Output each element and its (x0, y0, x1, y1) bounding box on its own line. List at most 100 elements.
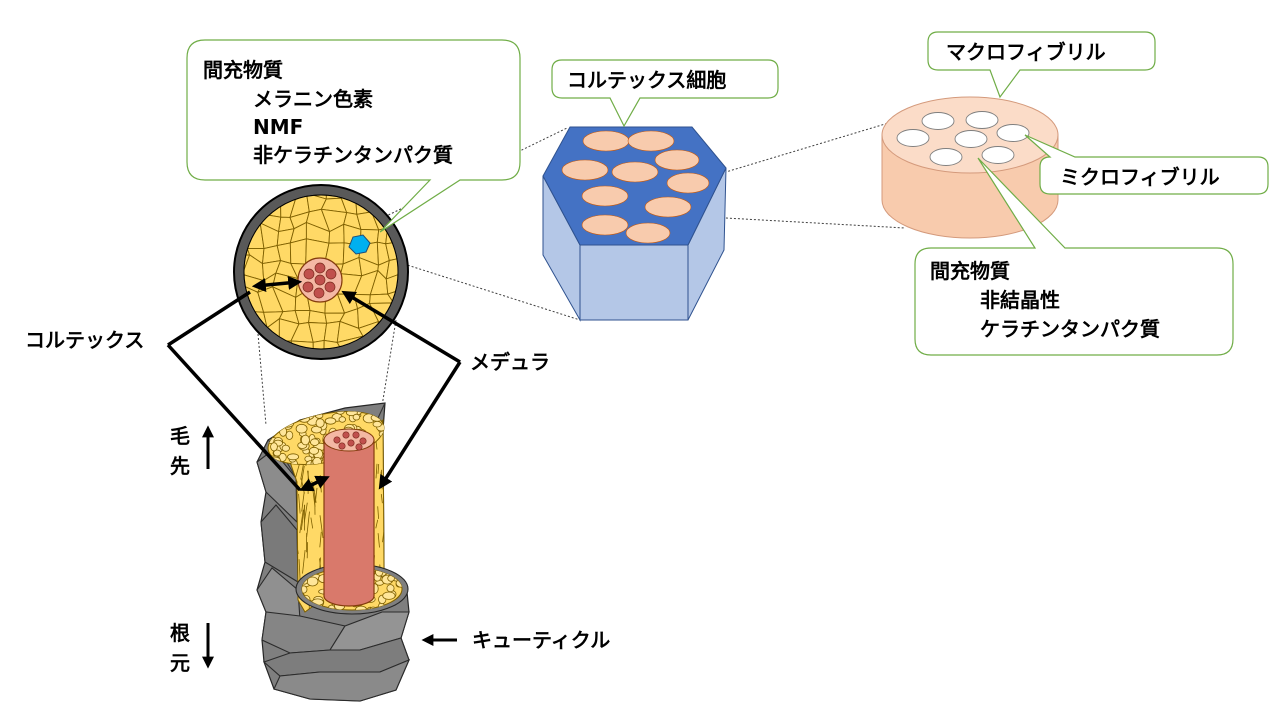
cortex-cell (289, 238, 307, 265)
macrofibril-label: マクロフィブリル (946, 40, 1106, 64)
medulla-dot (314, 274, 326, 286)
medulla-dot (324, 281, 336, 293)
cuticle-scale (273, 658, 411, 702)
cortex-leader-lower (166, 343, 302, 492)
cortex-cell (245, 344, 268, 349)
cortex-cobble (273, 408, 283, 415)
medulla-dot (355, 443, 363, 451)
microfibril-cross-section (896, 129, 930, 147)
cortex-fiber (375, 463, 378, 479)
cortex-cell-prism (542, 126, 727, 322)
cortex-width-arrow-cross (251, 275, 303, 293)
cortex-cobble (266, 415, 278, 424)
cortex-fiber (375, 519, 379, 529)
cortex-fiber (377, 463, 380, 474)
macrofibril-cross-section (561, 159, 609, 181)
hair-cross-section (233, 184, 426, 378)
cortex-cobble (287, 453, 300, 461)
cortex-fiber (319, 515, 324, 539)
cortex-fiber (383, 432, 384, 441)
callout-macrofibril (927, 31, 1156, 99)
medulla-leader-upper (341, 290, 461, 364)
zoom-connectors (257, 117, 906, 426)
microfibril-cross-section (929, 148, 963, 166)
cortex-cobble (338, 416, 346, 423)
medulla-top-dots (333, 431, 367, 451)
prism-front-face (579, 244, 689, 321)
hair-shaft-cutaway (256, 402, 411, 702)
macrofibril-cross-section (582, 130, 630, 152)
callout-microfibril (1024, 134, 1269, 195)
highlighted-cortex-cell (348, 234, 371, 255)
cortex-cobble (310, 425, 322, 434)
cortex-cell (401, 354, 424, 373)
medulla-label: メデュラ (470, 350, 550, 374)
cortex-cell (312, 339, 325, 349)
cortex-cell (324, 359, 347, 377)
cortex-cobble (266, 410, 281, 420)
cortex-cobble (309, 406, 317, 417)
callout-cortex-matrix (186, 39, 521, 233)
cortex-fiber (302, 549, 306, 574)
cortex-cell (244, 307, 246, 330)
cortex-width-arrow-shaft (299, 475, 330, 492)
macrofibril-cross-section (581, 185, 629, 207)
cortex-cobble (279, 426, 288, 437)
callout-cortex-cell (551, 59, 779, 128)
cortex-cell (244, 343, 249, 349)
cortex-fiber (382, 532, 384, 543)
cortex-cell (346, 354, 359, 377)
medulla-dot (352, 431, 360, 439)
cortex-cell (266, 357, 281, 378)
medulla-top-face (323, 428, 375, 452)
cortex-fiber (295, 464, 300, 479)
cortex-fiber (380, 494, 383, 504)
cortex-fiber (298, 493, 301, 514)
medulla-dot (338, 442, 346, 450)
medulla-dot (303, 268, 315, 280)
macrofibril-cross-section (654, 149, 700, 171)
leader-lines (166, 275, 462, 669)
connector-cross-to-cell-lower (403, 263, 581, 321)
cortex-cobble (294, 409, 305, 418)
cortex-cobble (285, 430, 294, 440)
macrofibril-cross-section (627, 130, 675, 152)
medulla-dot (342, 431, 350, 439)
cortex-cobble (270, 442, 278, 452)
cortex-fiber (377, 533, 380, 548)
cortex-fiber (301, 492, 305, 512)
cortex-cell (401, 310, 426, 327)
macrofibril-matrix-item: 非結晶性 (980, 288, 1060, 312)
medulla-leader-lower (378, 361, 462, 490)
cortex-cell (387, 286, 398, 314)
cortex-cobble (382, 591, 396, 600)
cortex-fiber (310, 517, 314, 529)
tip-label-char: 先 (170, 454, 190, 478)
cortex-cobble (268, 408, 279, 419)
cuticle-label: キューティクル (472, 628, 610, 652)
cortex-fiber (299, 509, 304, 534)
medulla-cross-dots (302, 262, 337, 299)
macrofibril-cross-section (644, 196, 692, 218)
cortex-cobble (308, 446, 319, 455)
cortex-fiber (377, 506, 379, 519)
cortex-cell (244, 197, 248, 214)
callout-macrofibril-matrix (914, 157, 1234, 356)
cortex-cobble (275, 420, 288, 427)
root-label-char: 元 (170, 651, 190, 675)
connector-cross-to-shaft-right (381, 319, 397, 407)
cortex-cobble (319, 407, 328, 414)
cortex-cell (388, 356, 402, 373)
cortex-area-outline (243, 194, 399, 350)
macrofibril-spots (561, 130, 710, 244)
macrofibril-cross-section (666, 172, 710, 194)
cortex-cobble (280, 407, 290, 417)
macrofibril-cross-section (625, 222, 671, 244)
cortex-cobble (352, 413, 361, 421)
cortex-cobble (263, 415, 272, 422)
macrofibril-matrix-title: 間充物質 (930, 259, 1010, 283)
microfibril-cross-section (954, 130, 988, 148)
cortex-fiber (319, 531, 322, 548)
